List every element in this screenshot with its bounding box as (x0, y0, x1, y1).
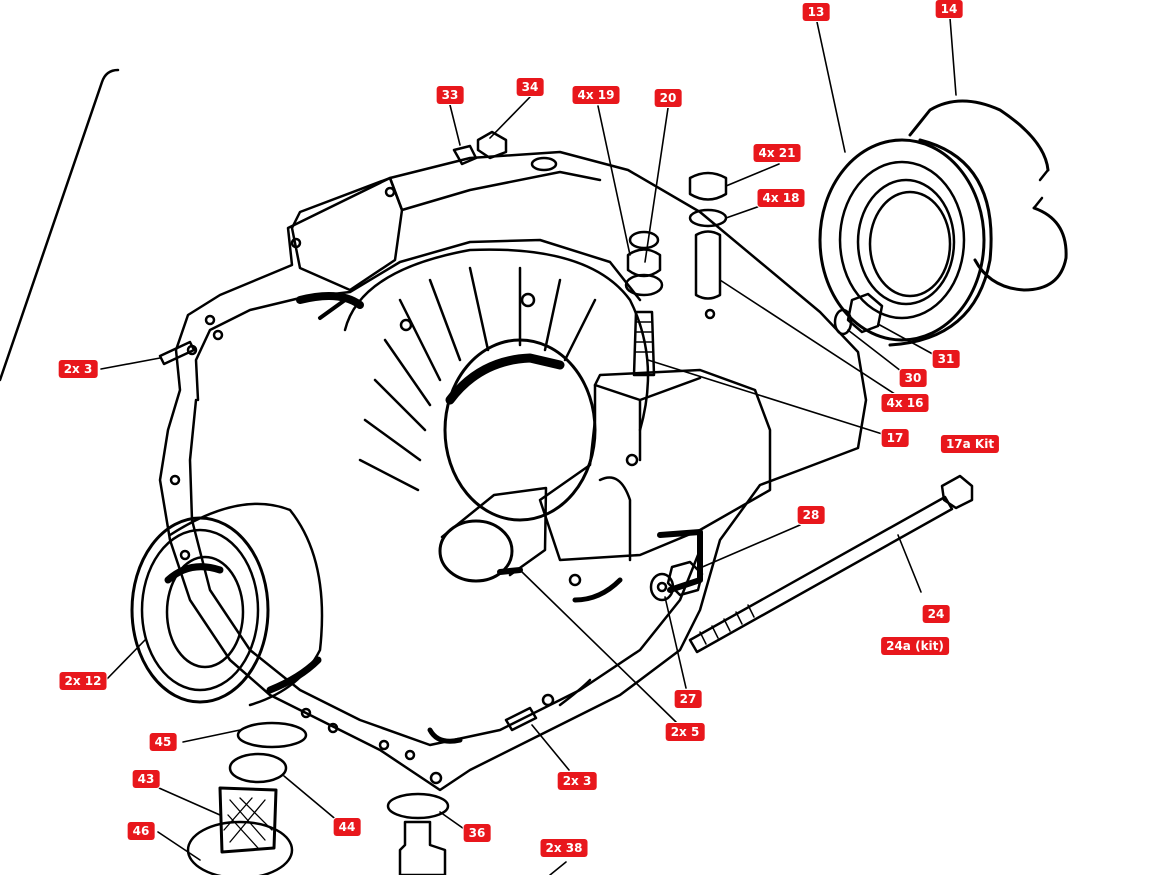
circlip-45 (236, 721, 308, 749)
pin-left (158, 340, 196, 366)
leader-lines (100, 17, 957, 875)
callout-5[interactable]: 2x 5 (665, 723, 705, 741)
seal-ring-left (130, 516, 270, 704)
bolt-24 (688, 495, 954, 654)
nut-31 (846, 292, 884, 334)
callout-44[interactable]: 44 (333, 818, 361, 836)
callout-36[interactable]: 36 (463, 824, 491, 842)
callout-17[interactable]: 17 (881, 429, 909, 447)
callout-24[interactable]: 24 (922, 605, 950, 623)
callout-33[interactable]: 33 (436, 86, 464, 104)
bolt-head (940, 474, 974, 510)
flange-inner-line (188, 238, 702, 747)
callout-14[interactable]: 14 (935, 0, 963, 18)
seal-46 (186, 820, 294, 875)
screw-33 (452, 144, 478, 166)
stud-19 (632, 310, 656, 377)
pipe-stub (438, 519, 514, 583)
callout-16[interactable]: 4x 16 (881, 394, 929, 412)
callout-34[interactable]: 34 (516, 78, 544, 96)
callout-3b[interactable]: 2x 3 (557, 772, 597, 790)
nut-20 (626, 248, 662, 278)
pin-lower (504, 706, 538, 732)
callout-21[interactable]: 4x 21 (753, 144, 801, 162)
nut-28 (666, 560, 704, 597)
housing-outline (158, 150, 868, 792)
callout-46[interactable]: 46 (127, 822, 155, 840)
top-boss (290, 176, 404, 292)
callout-38[interactable]: 2x 38 (540, 839, 588, 857)
callout-45[interactable]: 45 (149, 733, 177, 751)
bell-cone (343, 248, 650, 432)
callout-28[interactable]: 28 (797, 506, 825, 524)
callout-13[interactable]: 13 (802, 3, 830, 21)
stud-18 (694, 230, 722, 300)
bearing-boss (538, 368, 772, 562)
drain-plug-38 (398, 820, 447, 875)
nut-21 (688, 171, 728, 201)
callout-27[interactable]: 27 (674, 690, 702, 708)
callout-17a[interactable]: 17a Kit (940, 435, 1000, 453)
circlip-14 (908, 99, 1068, 292)
seal-13 (818, 138, 986, 342)
callout-31[interactable]: 31 (932, 350, 960, 368)
callout-19[interactable]: 4x 19 (572, 86, 620, 104)
frame-edge-line (0, 68, 120, 382)
washer-44 (228, 752, 288, 784)
washer-36 (386, 792, 450, 820)
callout-24a[interactable]: 24a (kit) (881, 637, 949, 655)
central-bore (443, 338, 597, 522)
callout-12[interactable]: 2x 12 (59, 672, 107, 690)
callout-30[interactable]: 30 (899, 369, 927, 387)
callout-3a[interactable]: 2x 3 (58, 360, 98, 378)
callout-20[interactable]: 20 (654, 89, 682, 107)
callout-18[interactable]: 4x 18 (757, 189, 805, 207)
filter-43 (218, 786, 278, 854)
callout-43[interactable]: 43 (132, 770, 160, 788)
nut-34 (476, 130, 508, 160)
